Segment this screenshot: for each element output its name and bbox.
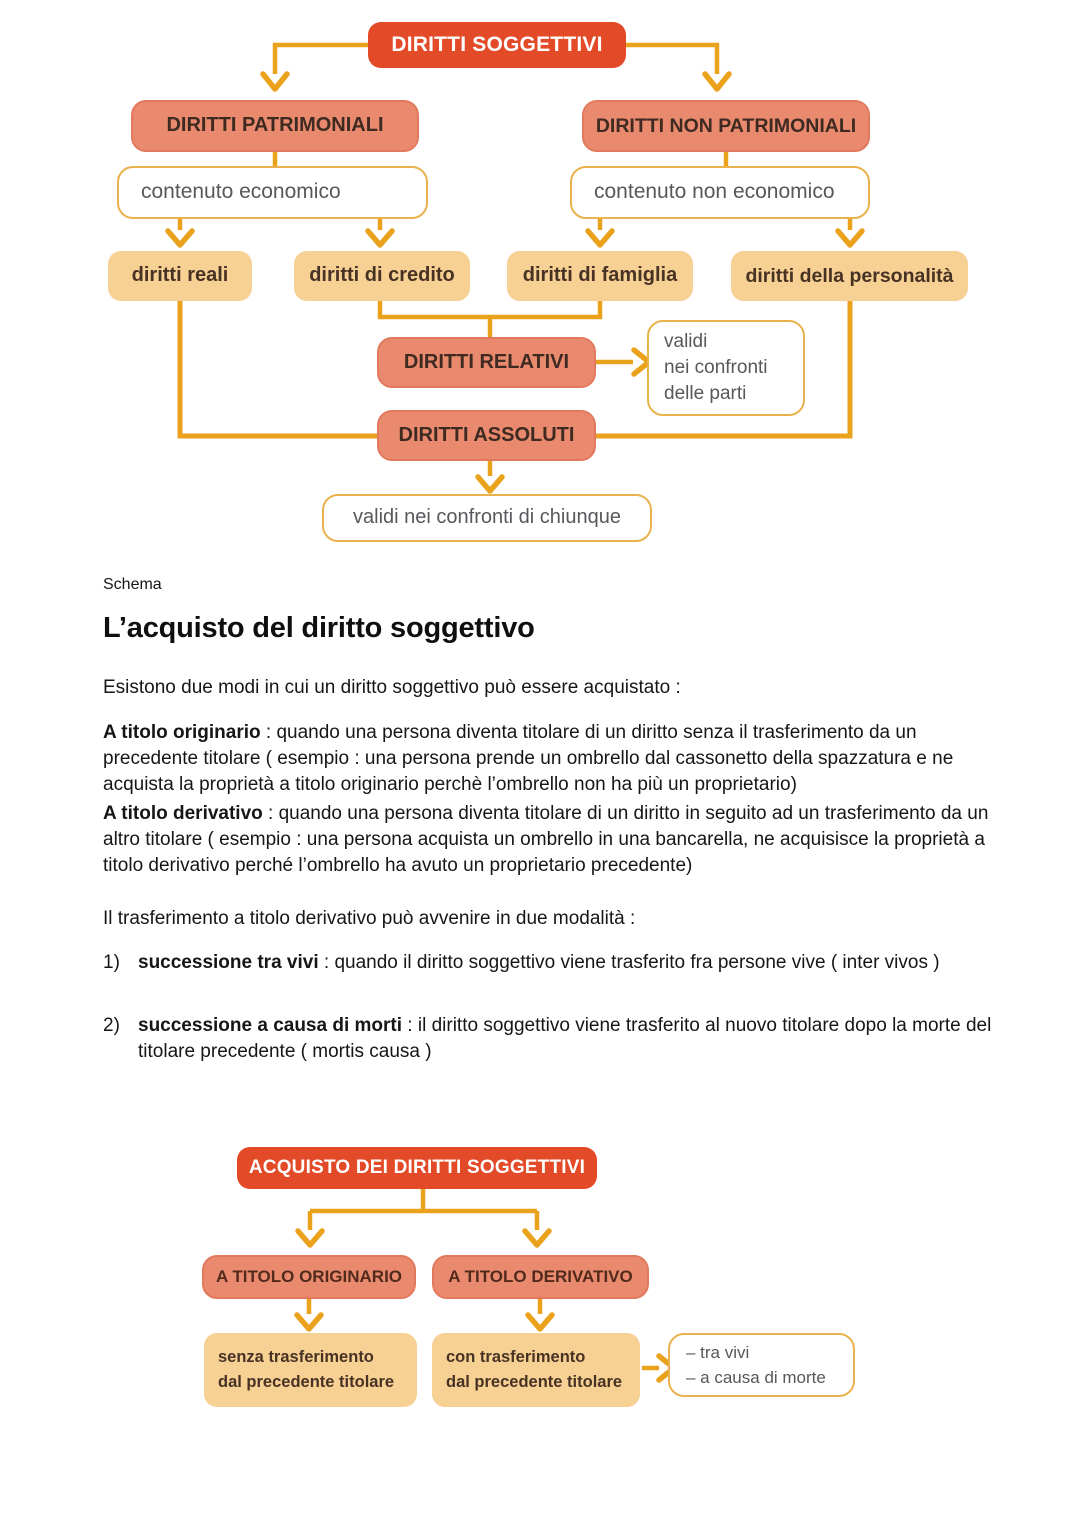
paragraph-intro: Esistono due modi in cui un diritto sogg… (103, 677, 681, 698)
node-contenuto-non-economico: contenuto non economico (570, 166, 870, 219)
node-diritti-relativi: DIRITTI RELATIVI (377, 337, 596, 388)
list-item-successione-tra-vivi: 1) successione tra vivi : quando il diri… (103, 950, 996, 976)
node-modalita-trasferimento: – tra vivi – a causa di morte (668, 1333, 855, 1397)
rest-titolo-originario: : quando una persona diventa titolare di… (103, 722, 954, 795)
node-acquisto-diritti-soggettivi: ACQUISTO DEI DIRITTI SOGGETTIVI (237, 1147, 597, 1189)
node-diritti-di-famiglia: diritti di famiglia (507, 251, 693, 301)
arrowhead-famiglia (585, 228, 615, 248)
connector-root-to-patrimoniali (272, 42, 368, 74)
list-number: 1) (103, 952, 120, 973)
node-con-trasferimento: con trasferimento dal precedente titolar… (432, 1333, 640, 1407)
arrowhead-originario (295, 1228, 325, 1248)
arrowhead-credito (365, 228, 395, 248)
paragraph-modalita: Il trasferimento a titolo derivativo può… (103, 908, 636, 929)
con-line1: con trasferimento (446, 1348, 586, 1367)
arrowhead-patrimoniali (260, 71, 290, 92)
node-diritti-non-patrimoniali: DIRITTI NON PATRIMONIALI (582, 100, 870, 152)
validi-parti-line2: nei confronti (664, 356, 768, 378)
bracket-relativi (377, 301, 603, 320)
arrowhead-non-patrimoniali (702, 71, 732, 92)
rest-successione-causa-morti: : il diritto soggettivo viene trasferito… (138, 1015, 992, 1062)
lead-successione-tra-vivi: successione tra vivi (138, 952, 319, 973)
node-diritti-di-credito: diritti di credito (294, 251, 470, 301)
page-title: L’acquisto del diritto soggettivo (103, 612, 535, 644)
arrowhead-personalita (835, 228, 865, 248)
list-item-successione-causa-morti: 2) successione a causa di morti : il dir… (103, 1013, 996, 1065)
modalita-line2: – a causa di morte (686, 1368, 826, 1387)
node-validi-chiunque: validi nei confronti di chiunque (322, 494, 652, 542)
arrowhead-senza (294, 1312, 324, 1332)
node-diritti-soggettivi: DIRITTI SOGGETTIVI (368, 22, 626, 68)
paragraph-titolo-originario: A titolo originario : quando una persona… (103, 720, 996, 798)
senza-line2: dal precedente titolare (218, 1373, 395, 1391)
node-validi-parti: validi nei confronti delle parti (647, 320, 805, 416)
validi-parti-line3: delle parti (664, 383, 747, 405)
arrowhead-reali (165, 228, 195, 248)
arrowhead-derivativo (522, 1228, 552, 1248)
rest-successione-tra-vivi: : quando il diritto soggettivo viene tra… (318, 952, 940, 973)
lead-successione-causa-morti: successione a causa di morti (138, 1015, 403, 1036)
list-number: 2) (103, 1015, 120, 1036)
con-line2: dal precedente titolare (446, 1373, 623, 1391)
senza-line1: senza trasferimento (218, 1348, 374, 1367)
node-contenuto-economico: contenuto economico (117, 166, 428, 219)
node-diritti-assoluti: DIRITTI ASSOLUTI (377, 410, 596, 461)
paragraph-titolo-derivativo: A titolo derivativo : quando una persona… (103, 801, 996, 879)
node-a-titolo-derivativo: A TITOLO DERIVATIVO (432, 1255, 649, 1299)
modalita-line1: – tra vivi (686, 1342, 750, 1362)
node-senza-trasferimento: senza trasferimento dal precedente titol… (204, 1333, 417, 1407)
figure-caption: Schema (103, 576, 162, 593)
lead-titolo-originario: A titolo originario (103, 722, 261, 743)
node-diritti-patrimoniali: DIRITTI PATRIMONIALI (131, 100, 419, 152)
node-diritti-della-personalita: diritti della personalità (731, 251, 968, 301)
connector-root-to-non-patrimoniali (626, 42, 720, 74)
node-a-titolo-originario: A TITOLO ORIGINARIO (202, 1255, 416, 1299)
validi-parti-line1: validi (664, 330, 708, 352)
arrowhead-chiunque (475, 474, 505, 494)
node-diritti-reali: diritti reali (108, 251, 252, 301)
rest-titolo-derivativo: : quando una persona diventa titolare di… (103, 803, 989, 876)
arrowhead-con (525, 1312, 555, 1332)
lead-titolo-derivativo: A titolo derivativo (103, 803, 263, 824)
